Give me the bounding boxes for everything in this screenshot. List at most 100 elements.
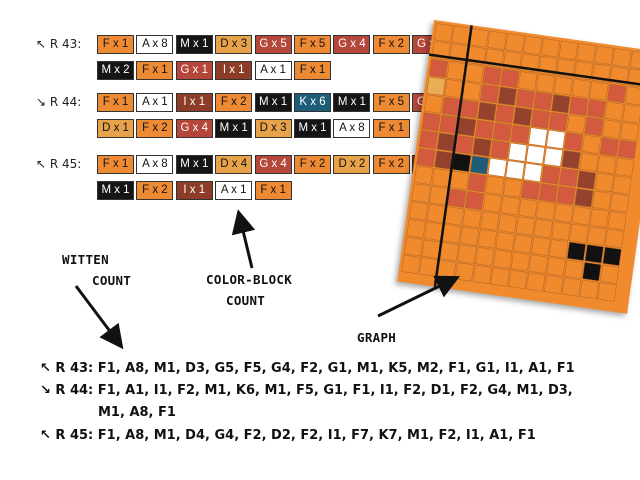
- graph-cell: [518, 71, 538, 91]
- graph-cell: [551, 221, 571, 241]
- graph-cell: [441, 96, 462, 117]
- written-r45: ↖ R 45: F1, A8, M1, D4, G4, F2, D2, F2, …: [40, 428, 536, 443]
- graph-guide-line-horizontal: [428, 53, 640, 89]
- row-label-0: ↖ R 43:: [36, 37, 82, 51]
- graph-cell: [413, 165, 434, 185]
- graph-cell: [574, 188, 594, 208]
- graph-cell: [513, 234, 533, 254]
- graph-cell: [609, 193, 630, 213]
- graph-cell: [485, 175, 505, 195]
- color-block-chip: M x 1: [333, 93, 371, 112]
- graph-cell: [467, 173, 487, 193]
- color-block-chip: G x 4: [254, 155, 292, 174]
- graph-cell: [401, 254, 421, 275]
- graph-cell: [520, 180, 541, 200]
- color-block-chip: F x 2: [136, 181, 174, 200]
- color-block-chip: D x 4: [215, 155, 253, 174]
- graph-cell: [546, 129, 566, 150]
- color-block-chip: F x 2: [136, 119, 174, 138]
- graph-cell: [472, 264, 492, 285]
- graph-cell: [612, 175, 632, 195]
- graph-cell: [589, 81, 609, 101]
- graph-cell: [487, 30, 507, 50]
- graph-label: GRAPH: [357, 330, 397, 345]
- graph-cell: [540, 38, 561, 58]
- color-block-chip: A x 8: [136, 35, 174, 54]
- color-block-chip: G x 4: [175, 119, 213, 138]
- color-block-chip: F x 5: [372, 93, 410, 112]
- row-label-1: ↘ R 44:: [36, 95, 82, 109]
- color-block-chip: F x 1: [254, 181, 292, 200]
- graph-cell: [495, 231, 515, 251]
- graph-cell: [500, 68, 520, 89]
- graph-cell: [474, 119, 495, 140]
- color-block-count-line1: COLOR-BLOCK: [206, 272, 293, 287]
- color-block-chip: G x 1: [175, 61, 213, 80]
- graph-cell: [508, 142, 528, 162]
- color-block-chip: A x 1: [136, 93, 174, 112]
- graph-cell: [505, 160, 525, 180]
- graph-cell: [569, 223, 589, 244]
- graph-cell: [523, 35, 543, 55]
- graph-cell: [566, 114, 586, 134]
- graph-cell: [472, 137, 492, 157]
- graph-cell: [446, 61, 467, 81]
- color-block-chip: M x 1: [294, 119, 331, 138]
- graph-cell: [492, 122, 513, 142]
- graph-cell: [421, 239, 441, 259]
- graph-cell: [589, 208, 609, 228]
- graph-cell: [563, 132, 584, 152]
- graph-cell: [629, 50, 640, 70]
- graph-cell: [469, 155, 490, 175]
- graph-cell: [592, 190, 612, 211]
- written-count-label: WITTEN COUNT: [62, 252, 131, 288]
- graph-cell: [515, 89, 535, 109]
- color-block-chip: I x 1: [175, 93, 213, 112]
- graph-cell: [447, 188, 467, 208]
- color-block-count-label: COLOR-BLOCK COUNT: [206, 272, 292, 308]
- graph-cell: [581, 134, 602, 155]
- graph-cell: [451, 25, 472, 45]
- graph-cell: [454, 262, 475, 282]
- graph-grid: [401, 23, 640, 302]
- graph-cell: [462, 208, 482, 229]
- graph-cell: [439, 241, 459, 262]
- graph-cell: [607, 83, 627, 104]
- graph-cell: [469, 28, 489, 48]
- written-r44-cont: M1, A8, F1: [98, 405, 176, 420]
- color-block-chip: F x 1: [97, 35, 134, 54]
- graph-cell: [416, 147, 436, 168]
- graph-cell: [449, 170, 469, 190]
- graph-cell: [431, 168, 452, 188]
- graph-cell: [602, 119, 622, 139]
- color-block-chip: M x 1: [97, 181, 134, 200]
- color-block-chip: M x 1: [175, 35, 213, 54]
- graph-cell: [579, 279, 599, 300]
- graph-cell: [518, 198, 538, 218]
- graph-cell: [408, 201, 429, 221]
- graph-cell: [543, 274, 564, 295]
- graph-cell: [561, 277, 582, 297]
- color-block-chip: M x 2: [97, 61, 134, 80]
- graph-cell: [579, 152, 599, 172]
- graph-chart: [397, 20, 640, 314]
- color-block-chip: A x 1: [215, 181, 253, 200]
- graph-cell: [419, 257, 439, 277]
- graph-cell: [533, 218, 553, 239]
- graph-cell: [490, 267, 510, 287]
- color-block-chip: D x 2: [333, 155, 371, 174]
- graph-cell: [475, 246, 495, 267]
- written-count-line2: COUNT: [92, 273, 132, 288]
- color-block-chip: F x 1: [136, 61, 174, 80]
- graph-cell: [510, 124, 530, 145]
- arrow-color-block-count: [231, 209, 256, 269]
- graph-cell: [421, 112, 441, 132]
- graph-cell: [553, 76, 573, 96]
- color-block-chip: G x 5: [254, 35, 292, 54]
- graph-cell: [510, 251, 531, 272]
- graph-cell: [433, 23, 454, 43]
- color-block-chip: D x 3: [215, 35, 253, 54]
- graph-cell: [571, 206, 592, 226]
- graph-cell: [444, 79, 464, 99]
- arrow-written-count: [74, 285, 124, 350]
